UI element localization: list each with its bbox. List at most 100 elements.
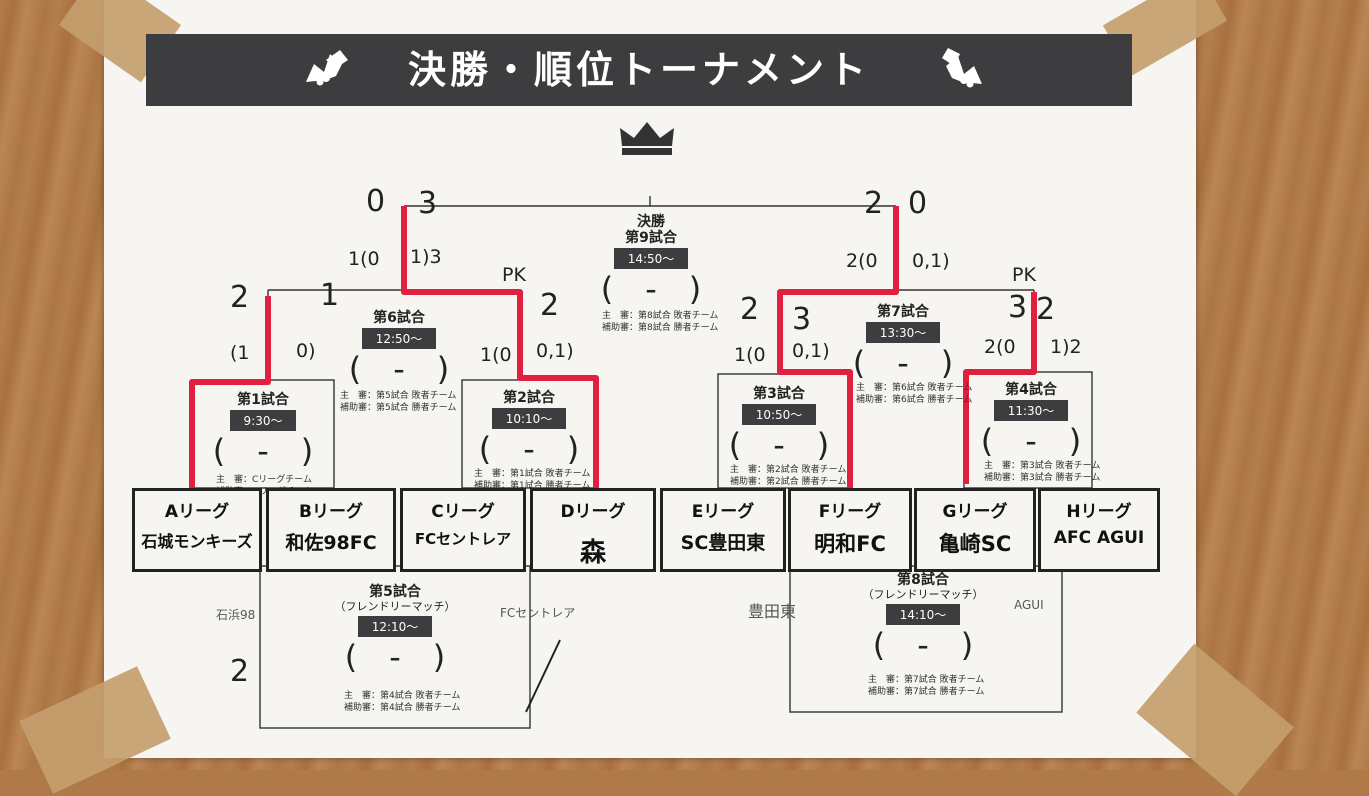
holly-left-icon <box>306 50 348 86</box>
hw-m4-half-left: 2(0 <box>984 336 1016 358</box>
hw-m3-left: 2 <box>740 292 760 327</box>
match-2-title: 第2試合 <box>503 390 555 406</box>
match-8: 第8試合 （フレンドリーマッチ） 14:10〜 ( - ) <box>848 572 998 665</box>
league-a: Aリーグ 石城モンキーズ <box>132 488 262 572</box>
match-8-ref-assist: 補助審：第7試合 勝者チーム <box>868 687 985 697</box>
match-4-score: ( - ) <box>980 422 1082 460</box>
final-title: 決勝 <box>637 214 665 230</box>
hw-final-left2: 3 <box>418 186 438 221</box>
match-7-title: 第7試合 <box>877 304 929 320</box>
hw-m7-half-left: 2(0 <box>846 250 878 272</box>
league-h-name: Hリーグ <box>1066 502 1132 522</box>
hw-m1-right: 1 <box>320 278 340 313</box>
match-7-ref-assist: 補助審：第6試合 勝者チーム <box>856 395 973 405</box>
match-7-time: 13:30〜 <box>865 322 941 343</box>
match-6-title: 第6試合 <box>373 310 425 326</box>
match-6-ref-main: 主 審：第5試合 敗者チーム <box>340 391 457 401</box>
hw-m5-left-team: 石浜98 <box>216 608 256 622</box>
hw-m4-right: 3 <box>1008 290 1028 325</box>
match-2-ref-main: 主 審：第1試合 敗者チーム <box>474 469 591 479</box>
match-4-title: 第4試合 <box>1005 382 1057 398</box>
match-8-ref-main: 主 審：第7試合 敗者チーム <box>868 675 985 685</box>
final-number: 第9試合 <box>625 230 677 246</box>
match-8-referee: 主 審：第7試合 敗者チーム 補助審：第7試合 勝者チーム <box>868 674 984 698</box>
match-6-ref-assist: 補助審：第5試合 勝者チーム <box>340 403 457 413</box>
league-c: Cリーグ FCセントレア <box>400 488 526 572</box>
match-1: 第1試合 9:30〜 ( - ) <box>208 392 318 471</box>
final-referee: 主 審：第8試合 敗者チーム 補助審：第8試合 勝者チーム <box>602 310 718 334</box>
match-7-ref-main: 主 審：第6試合 敗者チーム <box>856 383 973 393</box>
page-title: 決勝・順位トーナメント <box>407 48 870 92</box>
hw-pk-right: PK <box>1012 264 1036 286</box>
match-2-referee: 主 審：第1試合 敗者チーム 補助審：第1試合 勝者チーム <box>474 468 590 492</box>
match-1-ref-assist: 補助審：Dリーグチーム <box>216 487 313 497</box>
hw-m1-left: 2 <box>230 280 250 315</box>
league-a-name: Aリーグ <box>164 502 230 522</box>
hw-m7-half-right: 0,1) <box>912 250 950 272</box>
hw-m8-right-team: AGUI <box>1014 598 1044 612</box>
match-2-score: ( - ) <box>478 430 580 468</box>
hw-m6-half-right: 1)3 <box>410 246 442 268</box>
final-ref-main: 主 審：第8試合 敗者チーム <box>602 311 719 321</box>
match-3-ref-assist: 補助審：第2試合 勝者チーム <box>730 477 847 487</box>
match-5-referee: 主 審：第4試合 敗者チーム 補助審：第4試合 勝者チーム <box>344 690 460 714</box>
match-1-score: ( - ) <box>212 432 314 470</box>
match-7: 第7試合 13:30〜 ( - ) <box>848 304 958 383</box>
match-5-ref-assist: 補助審：第4試合 勝者チーム <box>344 703 461 713</box>
league-e-name: Eリーグ <box>691 502 755 522</box>
final-match: 決勝 第9試合 14:50〜 ( - ) <box>596 214 706 309</box>
hw-m2-right: 2 <box>540 288 560 323</box>
match-6-time: 12:50〜 <box>361 328 437 349</box>
crown-icon <box>620 122 674 155</box>
final-score: ( - ) <box>600 270 702 308</box>
hw-m3-half-right: 0,1) <box>792 340 830 362</box>
hw-m3-half-left: 1(0 <box>734 344 766 366</box>
match-3-title: 第3試合 <box>753 386 805 402</box>
match-5-score: ( - ) <box>344 638 446 676</box>
league-c-name: Cリーグ <box>431 502 495 522</box>
holly-right-icon <box>942 48 982 88</box>
match-6-referee: 主 審：第5試合 敗者チーム 補助審：第5試合 勝者チーム <box>340 390 456 414</box>
league-b: Bリーグ 和佐98FC <box>266 488 396 572</box>
league-e-team: SC豊田東 <box>680 532 766 554</box>
match-1-referee: 主 審：Cリーグチーム 補助審：Dリーグチーム <box>216 474 313 498</box>
league-f: Fリーグ 明和FC <box>788 488 912 572</box>
league-c-team: FCセントレア <box>414 530 512 548</box>
match-8-title: 第8試合 <box>897 572 949 588</box>
hw-m6-half-left: 1(0 <box>348 248 380 270</box>
match-8-time: 14:10〜 <box>885 604 961 625</box>
match-4-time: 11:30〜 <box>993 400 1069 421</box>
match-5: 第5試合 （フレンドリーマッチ） 12:10〜 ( - ) <box>320 584 470 677</box>
match-8-score: ( - ) <box>872 626 974 664</box>
hw-m1-half-right: 0) <box>296 340 316 362</box>
match-4-ref-main: 主 審：第3試合 敗者チーム <box>984 461 1101 471</box>
match-3-referee: 主 審：第2試合 敗者チーム 補助審：第2試合 勝者チーム <box>730 464 846 488</box>
league-h-team: AFC AGUI <box>1053 528 1145 548</box>
match-8-subtitle: （フレンドリーマッチ） <box>862 588 984 601</box>
league-f-name: Fリーグ <box>818 502 882 522</box>
hw-m3-left2: 3 <box>792 302 812 337</box>
match-5-subtitle: （フレンドリーマッチ） <box>334 600 456 613</box>
final-time: 14:50〜 <box>613 248 689 269</box>
league-b-team: 和佐98FC <box>285 532 377 554</box>
hw-m2-half-right: 0,1) <box>536 340 574 362</box>
hw-m4-right2: 2 <box>1036 292 1056 327</box>
final-ref-assist: 補助審：第8試合 勝者チーム <box>602 323 719 333</box>
match-4-referee: 主 審：第3試合 敗者チーム 補助審：第3試合 勝者チーム <box>984 460 1100 484</box>
title-banner: 決勝・順位トーナメント <box>146 34 1132 106</box>
match-1-time: 9:30〜 <box>229 410 297 431</box>
hw-final-left: 0 <box>366 184 386 219</box>
hw-final-right2: 0 <box>908 186 928 221</box>
match-3: 第3試合 10:50〜 ( - ) <box>724 386 834 465</box>
hw-m2-half-left: 1(0 <box>480 344 512 366</box>
hw-final-right: 2 <box>864 186 884 221</box>
league-d-team: 森 <box>579 538 606 568</box>
match-7-referee: 主 審：第6試合 敗者チーム 補助審：第6試合 勝者チーム <box>856 382 972 406</box>
match-3-time: 10:50〜 <box>741 404 817 425</box>
league-f-team: 明和FC <box>814 532 886 556</box>
match-1-ref-main: 主 審：Cリーグチーム <box>216 475 313 485</box>
league-g-team: 亀崎SC <box>938 532 1012 556</box>
match-3-ref-main: 主 審：第2試合 敗者チーム <box>730 465 847 475</box>
league-e: Eリーグ SC豊田東 <box>660 488 786 572</box>
match-1-title: 第1試合 <box>237 392 289 408</box>
